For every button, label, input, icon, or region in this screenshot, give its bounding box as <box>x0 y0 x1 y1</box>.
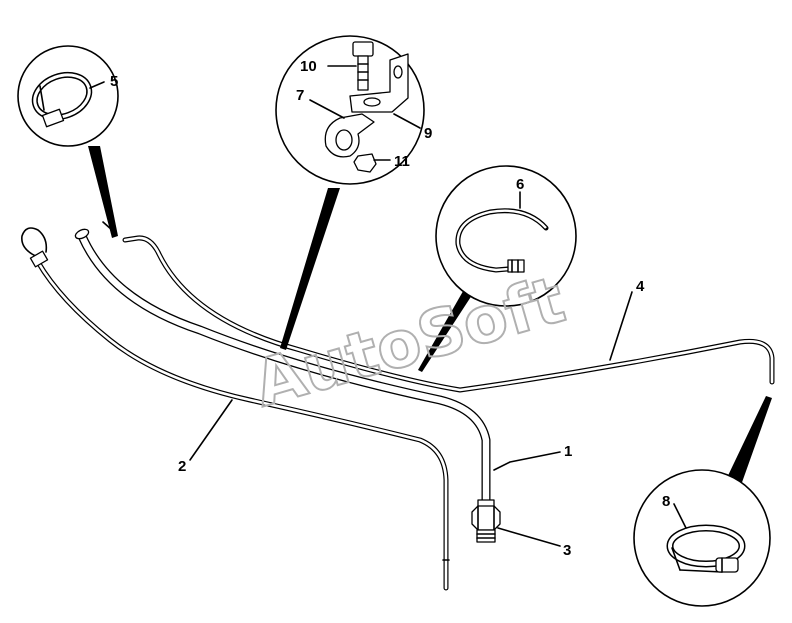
callout-11: 11 <box>394 153 410 170</box>
hose-clamp-icon <box>666 524 746 573</box>
pipe-1 <box>74 221 491 510</box>
callout-7: 7 <box>296 87 304 104</box>
pipe-2 <box>21 227 450 591</box>
detail-bracket <box>275 35 425 350</box>
callout-2: 2 <box>178 458 186 475</box>
fitting-3 <box>471 499 501 543</box>
callout-4: 4 <box>636 278 645 295</box>
detail-clamp-5 <box>17 45 119 238</box>
callout-5: 5 <box>110 73 118 90</box>
callout-1: 1 <box>564 443 572 460</box>
hose-clamp-icon <box>31 71 93 128</box>
callout-6: 6 <box>516 176 524 193</box>
detail-clip-6 <box>418 165 577 372</box>
spring-clip-icon <box>455 208 549 273</box>
callout-3: 3 <box>563 542 571 559</box>
bracket-icon <box>324 41 409 173</box>
watermark-text: AutoSoft <box>246 263 572 422</box>
leader-lines <box>189 291 633 547</box>
callout-9: 9 <box>424 125 432 142</box>
callout-10: 10 <box>300 58 317 75</box>
detail-clamp-8 <box>633 396 772 607</box>
pipe-4 <box>122 235 775 393</box>
callout-8: 8 <box>662 493 670 510</box>
